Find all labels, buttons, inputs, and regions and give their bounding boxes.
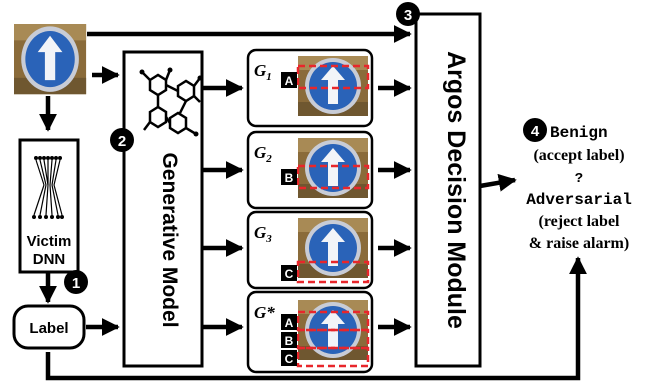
molecule-icon	[141, 69, 201, 136]
adversarial-label: Adversarial	[526, 191, 632, 209]
generator-box-g3: G3 C	[246, 210, 374, 290]
label-box: Label	[12, 304, 86, 350]
adversarial-note-line2: & raise alarm)	[529, 235, 629, 252]
neural-net-icon	[33, 159, 63, 216]
g3-name: G3	[254, 223, 272, 245]
outcome-panel: 4 Benign (accept label) ? Adversarial (r…	[523, 118, 632, 252]
victim-label-line1: Victim	[27, 233, 72, 250]
region-tag-b-star	[281, 332, 297, 348]
flow-arrows	[39, 25, 587, 381]
svg-text:C: C	[285, 352, 294, 366]
svg-text:2: 2	[118, 133, 126, 150]
benign-label: Benign	[550, 124, 608, 142]
svg-text:C: C	[285, 267, 294, 281]
svg-text:A: A	[285, 316, 294, 330]
region-tag-c	[281, 265, 297, 281]
svg-text:B: B	[285, 334, 294, 348]
victim-label-line2: DNN	[33, 251, 66, 268]
adversarial-note-line1: (reject label	[539, 213, 621, 230]
input-sign-image	[14, 24, 87, 95]
generative-model-label: Generative Model	[158, 152, 181, 327]
arrow-label-to-outcome	[45, 256, 587, 381]
step-badge-1: 1	[64, 270, 88, 294]
mask-region-b	[296, 164, 370, 190]
svg-text:A: A	[285, 74, 294, 88]
g1-name: G1	[254, 61, 272, 83]
victim-dnn-box: Victim DNN	[18, 138, 80, 274]
mask-region-a	[296, 64, 370, 90]
mask-region-c-star	[296, 346, 370, 368]
mask-region-c	[296, 260, 370, 284]
gstar-name: G*	[254, 303, 275, 322]
region-tag-a-star	[281, 314, 297, 330]
g2-name: G2	[254, 143, 272, 165]
region-tag-a	[281, 72, 297, 88]
svg-text:4: 4	[531, 123, 540, 140]
arrow-decision-to-outcome	[479, 173, 517, 192]
svg-text:1: 1	[72, 275, 80, 292]
decision-module-box: Argos Decision Module	[414, 12, 482, 368]
svg-text:3: 3	[404, 7, 412, 24]
step-badge-3: 3	[396, 2, 420, 26]
generator-box-gstar: G* A B C	[246, 290, 374, 374]
benign-note: (accept label)	[533, 147, 624, 164]
region-tag-c-star	[281, 350, 297, 366]
generator-box-g1: G1 A	[246, 48, 374, 128]
svg-text:B: B	[285, 171, 294, 185]
region-tag-b	[281, 169, 297, 185]
question-mark: ?	[575, 171, 583, 187]
label-text: Label	[29, 320, 68, 337]
generator-box-g2: G2 B	[246, 130, 374, 210]
generative-model-box: Generative Model	[122, 50, 204, 368]
step-badge-4	[523, 118, 547, 142]
step-badge-2: 2	[110, 128, 134, 152]
decision-module-label: Argos Decision Module	[442, 51, 470, 329]
